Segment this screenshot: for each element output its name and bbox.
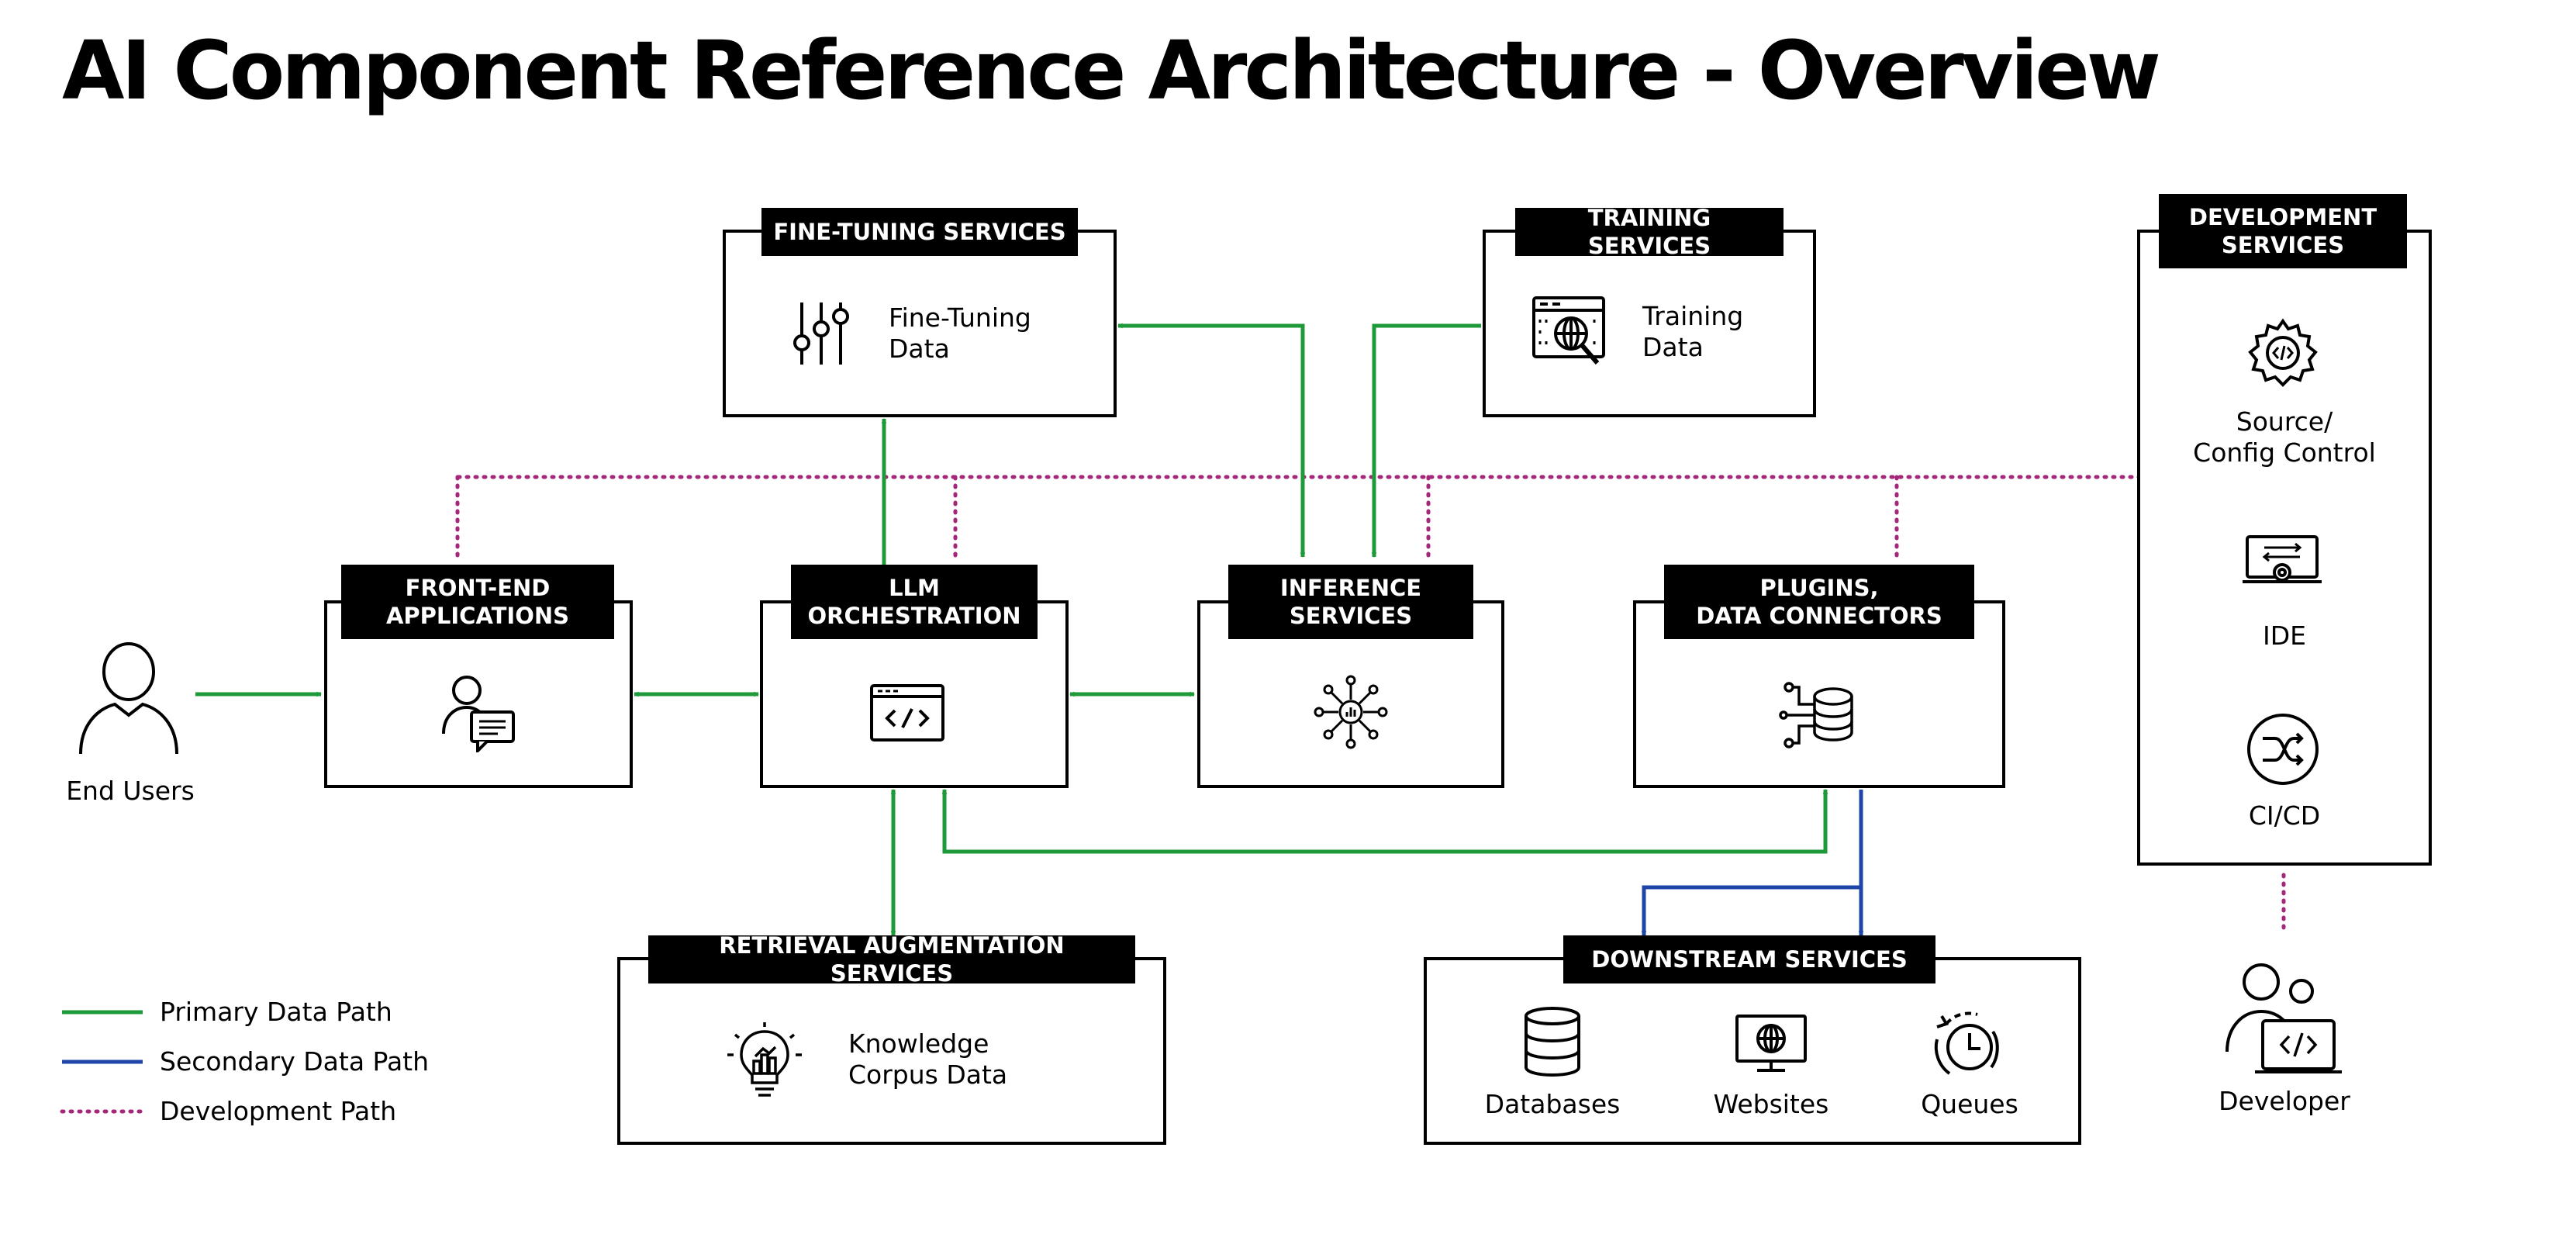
- fine-tuning-data-label: Fine-Tuning Data: [889, 302, 1031, 364]
- retrieval-augmentation-services-header: RETRIEVAL AUGMENTATION SERVICES: [648, 932, 1135, 987]
- lightbulb-chart-icon: [724, 1021, 805, 1101]
- inference-services-header: INFERENCE SERVICES: [1228, 565, 1473, 639]
- legend-development-path: Development Path: [62, 1096, 496, 1127]
- legend-label: Secondary Data Path: [160, 1046, 430, 1077]
- downstream-services-box: [1424, 957, 2081, 1145]
- websites-label: Websites: [1713, 1089, 1829, 1119]
- page-title: AI Component Reference Architecture - Ov…: [62, 23, 2161, 118]
- network-chip-icon: [1309, 670, 1393, 754]
- end-user-icon: [74, 641, 183, 757]
- downstream-services-header: DOWNSTREAM SERVICES: [1563, 935, 1935, 983]
- clock-cycle-icon: [1929, 1008, 2007, 1083]
- retrieval-augmentation-services-box: [617, 957, 1166, 1145]
- database-connector-icon: [1779, 670, 1859, 755]
- code-window-icon: [868, 683, 946, 743]
- databases-label: Databases: [1484, 1089, 1621, 1119]
- development-services-header: DEVELOPMENT SERVICES: [2159, 194, 2407, 268]
- end-users-label: End Users: [66, 776, 195, 806]
- fine-tuning-services-box: [723, 230, 1117, 417]
- globe-monitor-icon: [1734, 1013, 1808, 1075]
- database-icon: [1521, 1005, 1583, 1080]
- knowledge-corpus-data-label: Knowledge Corpus Data: [848, 1028, 1008, 1090]
- training-services-header: TRAINING SERVICES: [1515, 205, 1784, 259]
- legend-secondary-data-path: Secondary Data Path: [62, 1046, 496, 1077]
- path-training-inference: [1374, 323, 1481, 557]
- user-chat-icon: [439, 673, 518, 752]
- sliders-icon: [786, 295, 856, 372]
- training-services-box: [1483, 230, 1816, 417]
- queues-label: Queues: [1921, 1089, 2018, 1119]
- gear-code-icon: [2246, 316, 2320, 391]
- path-inference-finetuning: [1118, 326, 1303, 557]
- legend-label: Development Path: [160, 1096, 397, 1126]
- developer-icon: [2219, 951, 2343, 1075]
- path-downstream-branch: [1644, 885, 1861, 935]
- legend-primary-data-path: Primary Data Path: [62, 997, 496, 1028]
- fine-tuning-services-header: FINE-TUNING SERVICES: [761, 208, 1078, 256]
- legend-label: Primary Data Path: [160, 997, 392, 1027]
- front-end-applications-header: FRONT-END APPLICATIONS: [341, 565, 614, 639]
- shuffle-icon: [2246, 712, 2320, 786]
- ide-label: IDE: [2263, 620, 2306, 651]
- developer-label: Developer: [2219, 1086, 2350, 1116]
- monitor-gear-icon: [2241, 534, 2323, 588]
- llm-orchestration-header: LLM ORCHESTRATION: [791, 565, 1038, 639]
- training-data-label: Training Data: [1642, 301, 1744, 362]
- source-config-control-label: Source/ Config Control: [2193, 406, 2376, 468]
- ci-cd-label: CI/CD: [2248, 800, 2321, 831]
- path-llm-plugins: [944, 790, 1825, 854]
- data-browser-icon: [1529, 293, 1613, 377]
- plugins-data-connectors-header: PLUGINS, DATA CONNECTORS: [1664, 565, 1974, 639]
